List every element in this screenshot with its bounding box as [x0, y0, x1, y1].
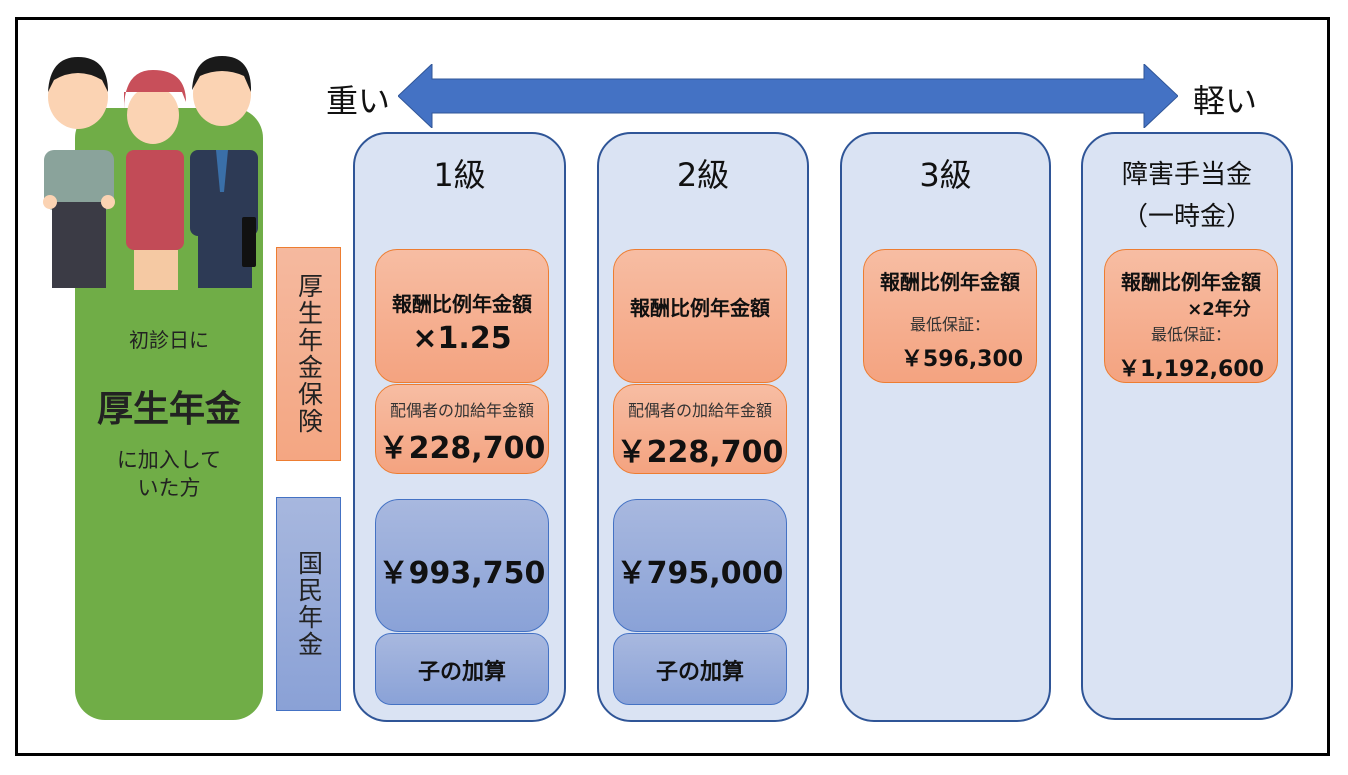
spouse-addition-label: 配偶者の加給年金額: [389, 401, 534, 420]
hoshu-hirei-box: 報酬比例年金額 最低保証： ￥596,300: [863, 249, 1037, 383]
row-label-kokumin-text: 国民年金: [294, 550, 324, 658]
kokumin-amount-value: ￥795,000: [616, 556, 784, 591]
hoshu-hirei-label: 報酬比例年金額: [630, 296, 770, 320]
arrow-label-light: 軽い: [1193, 82, 1258, 120]
child-addition-label: 子の加算: [417, 660, 506, 685]
spouse-addition-box: 配偶者の加給年金額 ￥228,700: [613, 384, 787, 474]
row-label-kosei-text: 厚生年金保険: [294, 273, 324, 435]
kokumin-amount-value: ￥993,750: [378, 556, 546, 591]
child-addition-box: 子の加算: [613, 633, 787, 705]
spouse-addition-label: 配偶者の加給年金額: [627, 401, 772, 420]
eligibility-line3: に加入して: [116, 448, 222, 472]
spouse-addition-value: ￥228,700: [378, 431, 546, 466]
minimum-guarantee-value: ￥1,192,600: [1118, 357, 1264, 382]
column-subtitle: （一時金）: [1121, 202, 1252, 232]
column-grade-2: 2級 報酬比例年金額 配偶者の加給年金額 ￥228,700 ￥795,000 子…: [597, 132, 809, 722]
column-grade-1: 1級 報酬比例年金額 ×1.25 配偶者の加給年金額 ￥228,700 ￥993…: [353, 132, 566, 722]
minimum-guarantee-label: 最低保証：: [1150, 325, 1231, 344]
hoshu-hirei-label: 報酬比例年金額: [392, 292, 532, 316]
child-addition-label: 子の加算: [655, 660, 744, 685]
spouse-addition-value: ￥228,700: [616, 435, 784, 470]
eligibility-line4: いた方: [137, 476, 201, 500]
child-addition-box: 子の加算: [375, 633, 549, 705]
multiplier-value: ×2年分: [1187, 299, 1251, 320]
diagram-frame: [15, 17, 1330, 756]
minimum-guarantee-value: ￥596,300: [900, 347, 1024, 372]
hoshu-hirei-box: 報酬比例年金額: [613, 249, 787, 383]
three-workers-illustration-icon: [43, 56, 258, 290]
kokumin-amount-box: ￥795,000: [613, 499, 787, 632]
column-title: 1級: [433, 156, 486, 194]
column-disability-allowance: 障害手当金 （一時金） 報酬比例年金額 ×2年分 最低保証： ￥1,192,60…: [1081, 132, 1293, 720]
eligibility-line1: 初診日に: [129, 328, 209, 352]
spouse-addition-box: 配偶者の加給年金額 ￥228,700: [375, 384, 549, 474]
column-title: 障害手当金: [1121, 160, 1252, 190]
hoshu-hirei-label: 報酬比例年金額: [880, 270, 1020, 294]
multiplier-value: ×1.25: [412, 321, 512, 356]
row-label-kokumin-nenkin: 国民年金: [276, 497, 341, 711]
arrow-label-heavy: 重い: [326, 82, 391, 120]
column-title: 3級: [919, 156, 972, 194]
minimum-guarantee-label: 最低保証：: [909, 315, 990, 334]
double-headed-arrow-icon: [398, 64, 1178, 128]
column-grade-3: 3級 報酬比例年金額 最低保証： ￥596,300: [840, 132, 1051, 722]
eligibility-line2: 厚生年金: [96, 389, 241, 430]
hoshu-hirei-box: 報酬比例年金額 ×2年分 最低保証： ￥1,192,600: [1104, 249, 1278, 383]
kokumin-amount-box: ￥993,750: [375, 499, 549, 632]
hoshu-hirei-box: 報酬比例年金額 ×1.25: [375, 249, 549, 383]
column-title: 2級: [676, 156, 730, 194]
hoshu-hirei-label: 報酬比例年金額: [1121, 270, 1261, 294]
row-label-kosei-nenkin-hoken: 厚生年金保険: [276, 247, 341, 461]
